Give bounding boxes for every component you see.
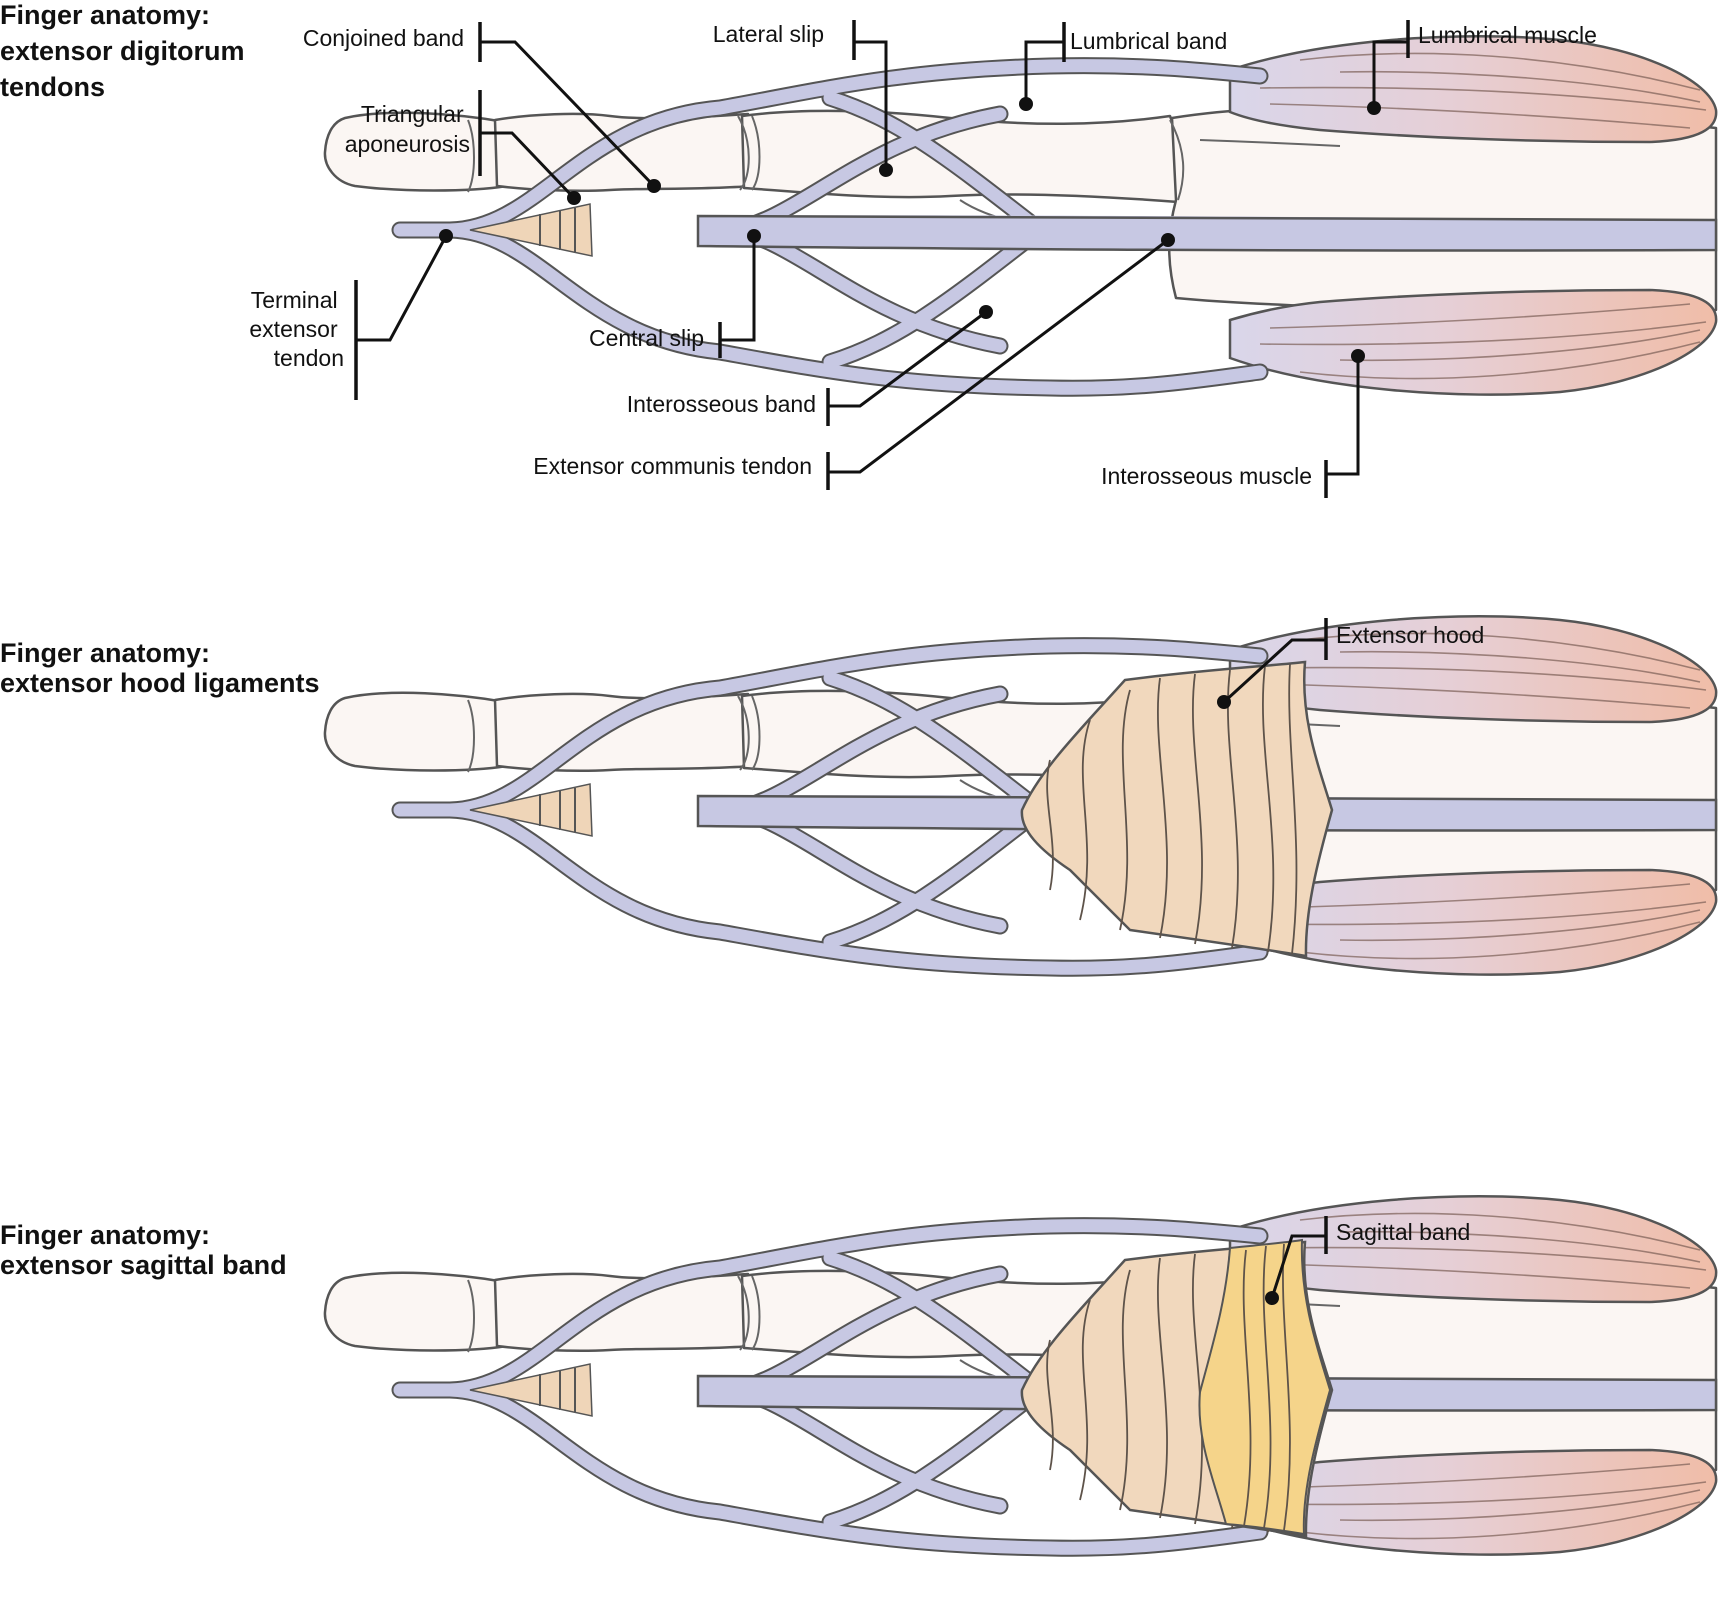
label-terminal-extensor-tendon: Terminal extensor tendon [249, 229, 453, 400]
label-central-slip: Central slip [589, 229, 761, 358]
label-conjoined-band: Conjoined band [303, 22, 661, 193]
finger-illustration-1 [325, 36, 1716, 394]
label-lumbrical-muscle: Lumbrical muscle [1367, 20, 1597, 115]
label-sagittal-band: Sagittal band [1265, 1216, 1470, 1305]
svg-text:Central slip: Central slip [589, 325, 704, 351]
svg-text:Extensor communis tendon: Extensor communis tendon [533, 453, 812, 479]
label-extensor-communis-tendon: Extensor communis tendon [533, 233, 1175, 490]
sagittal-band-lines [1242, 1243, 1291, 1531]
svg-text:Conjoined band: Conjoined band [303, 25, 464, 51]
panel-extensor-digitorum-tendons: Finger anatomy: extensor digitorum tendo… [0, 0, 1716, 498]
label-interosseous-muscle: Interosseous muscle [1101, 349, 1365, 498]
panel-extensor-hood-ligaments: Finger anatomy: extensor hood ligaments … [0, 616, 1716, 974]
label-interosseous-band: Interosseous band [627, 305, 993, 426]
label-lateral-slip: Lateral slip [713, 20, 893, 177]
panel-1-title: Finger anatomy: extensor digitorum tendo… [0, 0, 252, 102]
svg-text:Interosseous band: Interosseous band [627, 391, 816, 417]
label-extensor-hood: Extensor hood [1217, 618, 1484, 709]
svg-text:Lumbrical band: Lumbrical band [1070, 28, 1227, 54]
sagittal-band-shape [1198, 1238, 1332, 1536]
svg-text:Terminal extensor: Terminal extensor tendon [249, 287, 344, 371]
panel-extensor-sagittal-band: Finger anatomy: extensor sagittal band S… [0, 1196, 1716, 1554]
svg-text:Lateral slip: Lateral slip [713, 21, 824, 47]
finger-illustration-2 [325, 616, 1716, 974]
label-triangular-aponeurosis: Triangular aponeurosis [345, 90, 581, 205]
svg-text:Extensor hood: Extensor hood [1336, 622, 1484, 648]
finger-illustration-3 [325, 1196, 1716, 1554]
svg-text:Lumbrical muscle: Lumbrical muscle [1418, 22, 1597, 48]
svg-text:Sagittal band: Sagittal band [1336, 1219, 1470, 1245]
panel-2-title: Finger anatomy: extensor hood ligaments [0, 638, 320, 698]
svg-text:Triangular aponeurosis: Triangular aponeurosis [345, 101, 470, 157]
label-lumbrical-band: Lumbrical band [1019, 22, 1227, 111]
svg-text:Interosseous muscle: Interosseous muscle [1101, 463, 1312, 489]
panel-3-title: Finger anatomy: extensor sagittal band [0, 1220, 287, 1280]
